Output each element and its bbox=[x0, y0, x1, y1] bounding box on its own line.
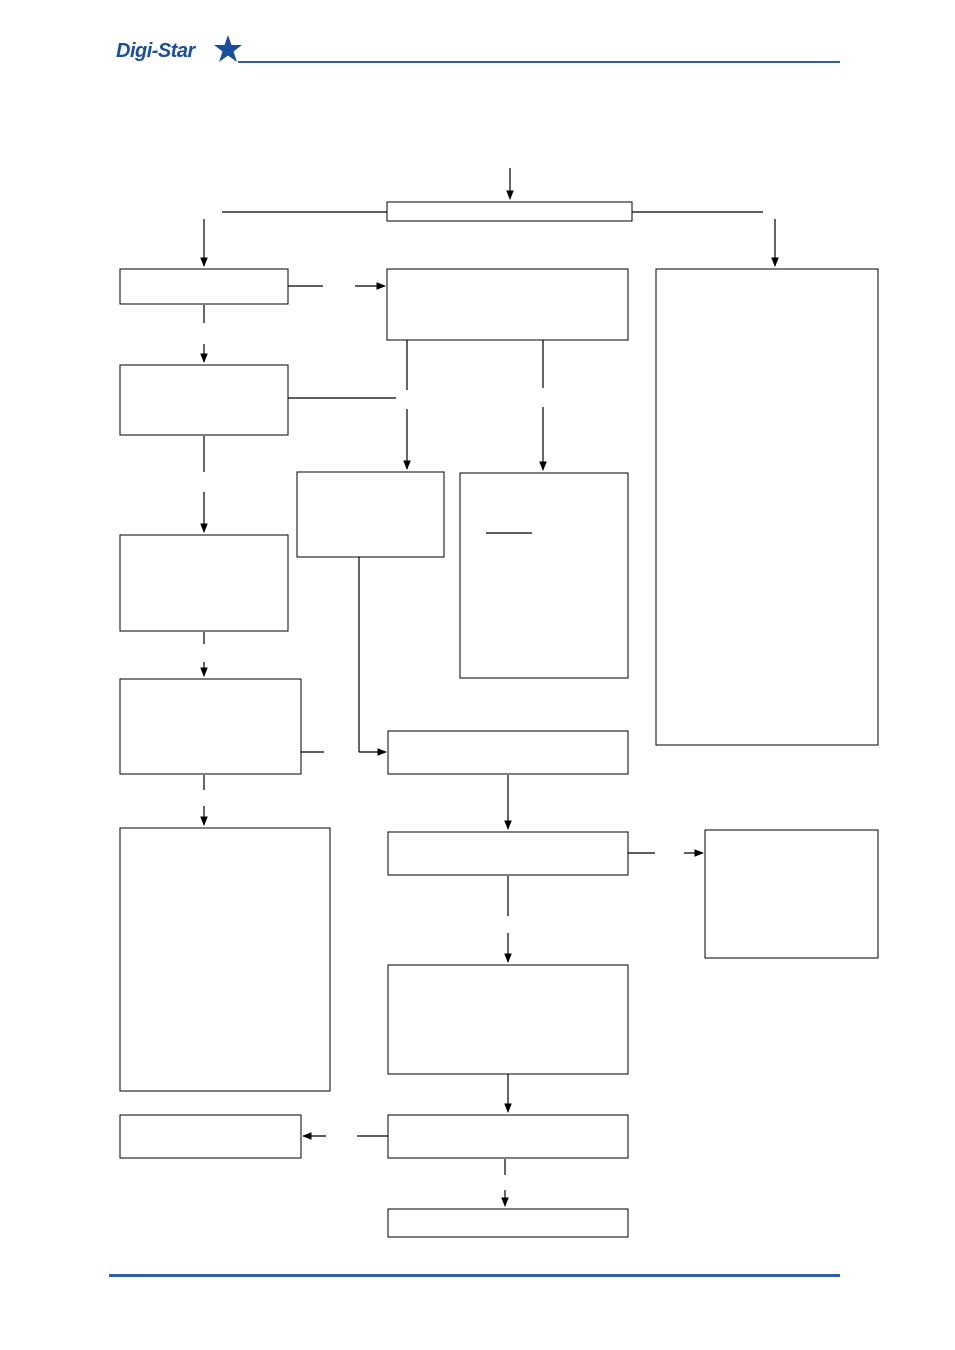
flow-box-top-bar bbox=[386, 201, 633, 222]
header-rule bbox=[238, 61, 840, 63]
flow-box-center-7 bbox=[387, 1208, 629, 1238]
flow-box-center-1 bbox=[386, 268, 629, 341]
flow-box-center-5 bbox=[387, 964, 629, 1075]
flow-box-left-2 bbox=[119, 364, 289, 436]
flow-box-left-3 bbox=[119, 534, 289, 632]
flow-box-center-4 bbox=[387, 831, 629, 876]
footer-rule bbox=[109, 1274, 840, 1277]
star-icon bbox=[214, 35, 242, 62]
flow-box-right-small bbox=[704, 829, 879, 959]
flow-box-center-2a bbox=[296, 471, 445, 558]
flow-box-left-6 bbox=[119, 1114, 302, 1159]
flow-box-center-2b bbox=[459, 472, 629, 679]
logo-text: Digi-Star bbox=[116, 40, 195, 62]
digistar-logo: Digi-Star bbox=[116, 34, 248, 74]
flow-box-center-6 bbox=[387, 1114, 629, 1159]
flow-box-right-tall bbox=[655, 268, 879, 746]
flow-box-left-1 bbox=[119, 268, 289, 305]
flow-box-left-5 bbox=[119, 827, 331, 1092]
flow-box-left-4 bbox=[119, 678, 302, 775]
flow-box-center-3 bbox=[387, 730, 629, 775]
